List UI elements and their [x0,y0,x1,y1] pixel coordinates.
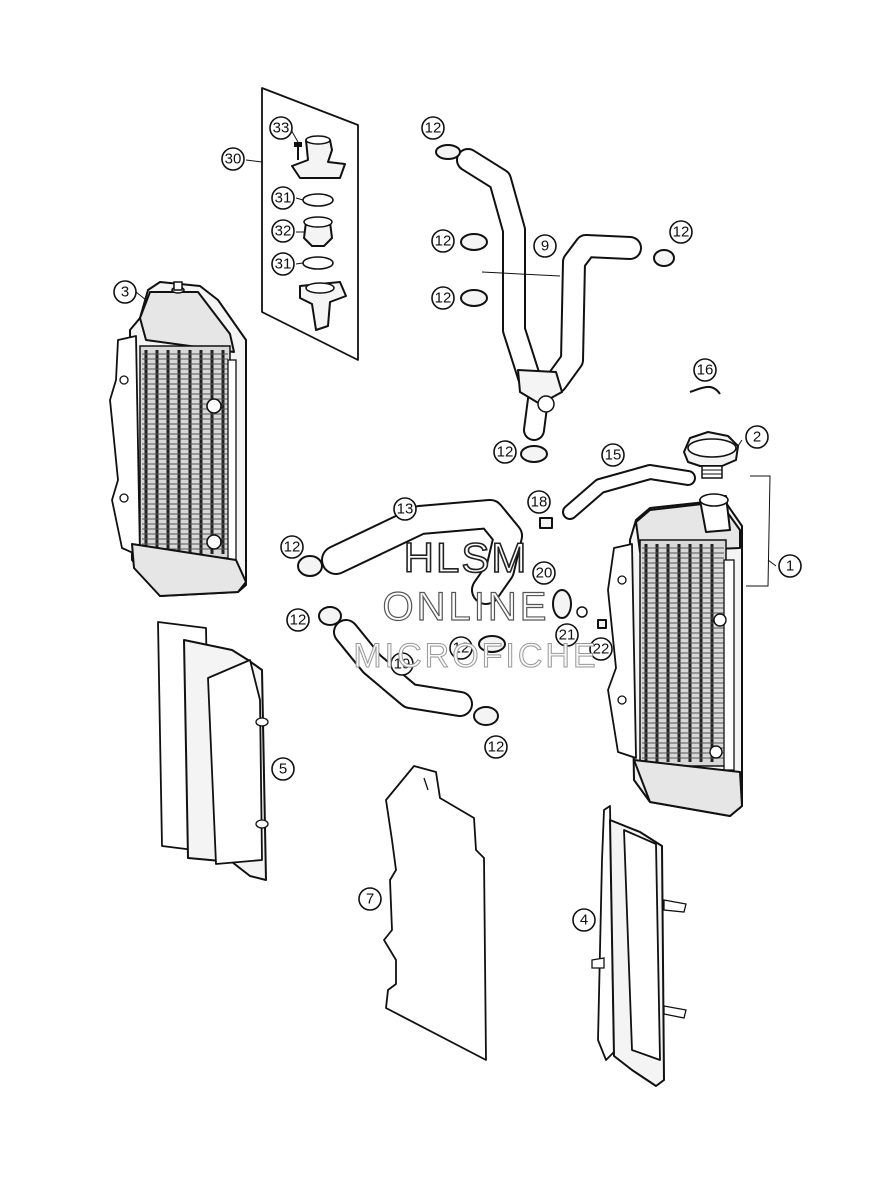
watermark: HLSM ONLINE MICROFICHE [353,533,598,675]
callout-1: 1 [778,554,802,578]
watermark-line-3: MICROFICHE [353,637,598,675]
watermark-line-1: HLSM [404,534,529,581]
svg-text:22: 22 [593,641,610,658]
callout-12-b: 12 [431,229,455,253]
callout-15: 15 [601,443,625,467]
callout-21: 21 [555,623,579,647]
svg-text:30: 30 [225,151,242,168]
callout-20: 20 [532,561,556,585]
callout-4: 4 [572,908,596,932]
callout-7: 7 [358,887,382,911]
svg-text:31: 31 [275,190,292,207]
callout-3: 3 [113,280,137,304]
svg-text:12: 12 [497,444,514,461]
thermostat-kit [261,87,359,361]
svg-text:12: 12 [290,612,307,629]
callout-30: 30 [221,147,245,171]
radiator-cap [683,431,739,479]
callout-12-a: 12 [421,116,445,140]
callout-32: 32 [271,219,295,243]
callout-22: 22 [589,637,613,661]
hoses [321,148,696,717]
small-parts [539,386,721,629]
callout-33: 33 [269,116,293,140]
svg-text:19: 19 [394,656,411,673]
svg-text:31: 31 [275,256,292,273]
callout-2: 2 [745,425,769,449]
watermark-line-2: ONLINE [383,585,550,629]
callout-31-lower: 31 [271,252,295,276]
svg-text:33: 33 [273,120,290,137]
callout-12-d: 12 [669,220,693,244]
svg-text:12: 12 [425,120,442,137]
radiator-shroud-left [157,621,269,881]
svg-text:12: 12 [435,233,452,250]
svg-text:5: 5 [279,761,287,778]
callout-12-h: 12 [449,636,473,660]
callout-13: 13 [393,497,417,521]
svg-text:9: 9 [541,238,549,255]
svg-text:21: 21 [559,627,576,644]
callout-5: 5 [271,757,295,781]
svg-text:16: 16 [697,362,714,379]
callout-12-g: 12 [286,608,310,632]
svg-text:2: 2 [753,429,761,446]
svg-text:3: 3 [121,284,129,301]
left-radiator [109,281,247,597]
svg-text:12: 12 [435,290,452,307]
callout-labels: 30 33 31 32 31 3 12 12 12 9 12 16 2 12 1… [113,116,802,932]
callout-18: 18 [527,490,551,514]
callout-12-i: 12 [484,735,508,759]
svg-text:12: 12 [284,539,301,556]
svg-text:18: 18 [531,494,548,511]
hose-clamps [297,144,675,726]
callout-12-c: 12 [431,286,455,310]
callout-31-upper: 31 [271,186,295,210]
svg-text:12: 12 [673,224,690,241]
svg-text:15: 15 [605,447,622,464]
callout-9: 9 [533,234,557,258]
svg-text:13: 13 [397,501,414,518]
callout-19: 19 [390,652,414,676]
radiator-guard-plate [383,765,487,1061]
radiator-shroud-right [591,805,687,1087]
svg-text:12: 12 [488,739,505,756]
svg-text:20: 20 [536,565,553,582]
svg-text:4: 4 [580,912,588,929]
callout-12-f: 12 [280,535,304,559]
svg-text:1: 1 [786,558,794,575]
svg-text:32: 32 [275,223,292,240]
svg-text:7: 7 [366,891,374,908]
callout-12-e: 12 [493,440,517,464]
right-radiator [607,493,743,817]
callout-16: 16 [693,358,717,382]
svg-text:12: 12 [453,640,470,657]
